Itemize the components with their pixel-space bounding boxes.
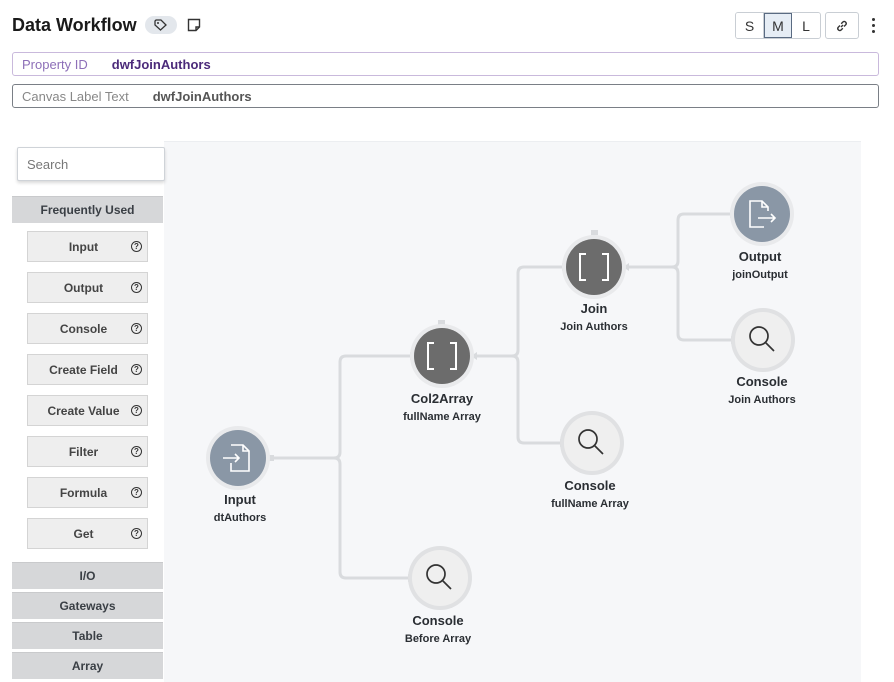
edge-join-console [671,265,731,342]
palette-search-input[interactable]: Search [17,147,165,181]
node-output-title: Output [738,249,782,264]
page-title: Data Workflow [12,14,137,35]
tool-label: Create Value [47,403,120,418]
tool-create-field[interactable]: Create Field ? [27,354,148,385]
node-col2array-title: Col2Array [410,391,474,406]
note-button[interactable] [185,16,203,34]
magnifier-icon [749,326,775,352]
node-output[interactable] [730,182,794,246]
help-icon[interactable]: ? [131,487,142,498]
tool-label: Get [73,526,94,541]
help-icon[interactable]: ? [131,282,142,293]
tool-label: Console [59,321,108,336]
node-console-join[interactable] [731,308,795,372]
node-console-before[interactable] [408,546,472,610]
property-id-field[interactable]: Property ID dwfJoinAuthors [12,52,879,76]
tool-input[interactable]: Input ? [27,231,148,262]
node-console-join-subtitle: Join Authors [728,394,796,406]
node-join-title: Join [580,301,608,316]
link-icon [837,20,847,31]
node-col2array[interactable] [410,324,474,388]
tool-label: Formula [59,485,108,500]
tool-output[interactable]: Output ? [27,272,148,303]
tool-label: Create Field [49,362,118,377]
node-input[interactable] [206,426,270,490]
section-gateways[interactable]: Gateways [12,592,163,619]
help-icon[interactable]: ? [131,405,142,416]
section-frequently-used[interactable]: Frequently Used [12,196,163,223]
output-file-icon [749,200,777,228]
help-icon[interactable]: ? [131,528,142,539]
header: Data Workflow [12,12,203,38]
node-input-title: Input [224,492,256,507]
input-file-icon [223,444,250,472]
property-id-label: Property ID [22,56,88,72]
node-console-before-title: Console [412,613,464,628]
tool-create-value[interactable]: Create Value ? [27,395,148,426]
section-io[interactable]: I/O [12,562,163,589]
edge-input-col2array [270,354,410,460]
edge-col2array-console [511,354,560,445]
tool-filter[interactable]: Filter ? [27,436,148,467]
help-icon[interactable]: ? [131,446,142,457]
edge-input-console-before [333,456,408,580]
tool-label: Filter [68,444,99,459]
size-large-button[interactable]: L [792,13,820,38]
brackets-icon [579,253,609,281]
tool-label: Output [63,280,104,295]
canvas-label-value: dwfJoinAuthors [152,88,252,104]
canvas-label-label: Canvas Label Text [22,88,129,104]
node-console-fullname-title: Console [564,478,616,493]
note-icon [187,18,200,32]
tool-get[interactable]: Get ? [27,518,148,549]
tool-palette: Search Frequently Used Input ? Output ? … [12,141,165,682]
size-medium-button[interactable]: M [764,13,792,38]
more-options-icon[interactable] [867,14,879,36]
help-icon[interactable]: ? [131,364,142,375]
tool-console[interactable]: Console ? [27,313,148,344]
help-icon[interactable]: ? [131,241,142,252]
canvas-label-field[interactable]: Canvas Label Text dwfJoinAuthors [12,84,879,108]
size-toggle-group: S M L [735,12,821,39]
tool-label: Input [68,239,99,254]
magnifier-icon [426,564,452,590]
node-col2array-subtitle: fullName Array [403,411,481,423]
property-id-value: dwfJoinAuthors [111,56,211,72]
node-console-join-title: Console [736,374,788,389]
node-input-subtitle: dtAuthors [213,512,267,524]
tag-button[interactable] [144,16,177,34]
tag-icon [154,19,167,31]
tool-formula[interactable]: Formula ? [27,477,148,508]
brackets-icon [427,342,457,370]
node-console-fullname-subtitle: fullName Array [551,498,629,510]
section-array[interactable]: Array [12,652,163,679]
node-console-before-subtitle: Before Array [404,633,472,645]
node-output-subtitle: joinOutput [732,269,788,281]
node-console-fullname[interactable] [560,411,624,475]
section-table[interactable]: Table [12,622,163,649]
link-button[interactable] [825,12,859,39]
node-join-subtitle: Join Authors [560,321,628,333]
node-join[interactable] [562,235,626,299]
help-icon[interactable]: ? [131,323,142,334]
size-small-button[interactable]: S [736,13,764,38]
magnifier-icon [578,429,604,455]
